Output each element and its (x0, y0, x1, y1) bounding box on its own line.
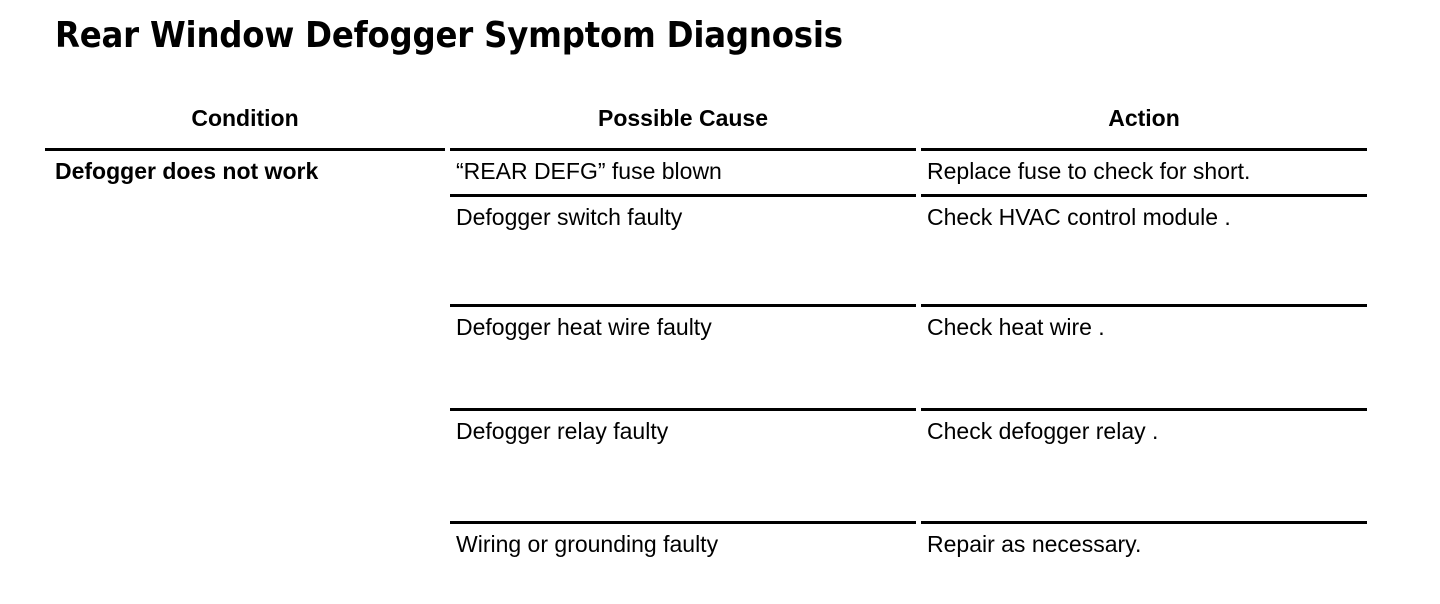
header-rule-action (921, 148, 1367, 151)
header-rule (45, 148, 1370, 151)
table-row: Defogger switch faulty Check HVAC contro… (45, 197, 1370, 304)
cell-condition: Defogger does not work (55, 158, 319, 184)
row-divider-action (921, 194, 1367, 197)
table-row: Defogger heat wire faulty Check heat wir… (45, 307, 1370, 408)
row-divider-action (921, 521, 1367, 524)
cell-condition (45, 307, 445, 408)
row-divider (45, 304, 1370, 307)
table-row: Defogger does not work “REAR DEFG” fuse … (45, 151, 1370, 194)
table-row: Defogger relay faulty Check defogger rel… (45, 411, 1370, 521)
cell-action: Check defogger relay . (927, 418, 1159, 444)
row-divider-action (921, 408, 1367, 411)
cell-possible-cause: Defogger relay faulty (456, 418, 669, 444)
cell-possible-cause: Defogger heat wire faulty (456, 314, 712, 340)
cell-action: Repair as necessary. (927, 531, 1142, 557)
cell-action: Replace fuse to check for short. (927, 158, 1251, 184)
row-divider-possible-cause (450, 304, 916, 307)
column-header-possible-cause: Possible Cause (597, 105, 769, 131)
row-divider-possible-cause (450, 194, 916, 197)
cell-possible-cause: Defogger switch faulty (456, 204, 683, 230)
row-divider (45, 194, 1370, 197)
row-divider-possible-cause (450, 521, 916, 524)
diagnosis-table: Condition Possible Cause Action Defogger… (45, 100, 1370, 602)
column-header-action: Action (1108, 105, 1180, 131)
cell-condition (45, 197, 445, 304)
header-rule-condition (45, 148, 445, 151)
row-divider (45, 521, 1370, 524)
header-rule-possible-cause (450, 148, 916, 151)
cell-possible-cause: “REAR DEFG” fuse blown (456, 158, 722, 184)
row-divider-action (921, 304, 1367, 307)
column-header-condition: Condition (191, 105, 299, 131)
cell-condition (45, 524, 445, 602)
cell-condition (45, 411, 445, 521)
cell-action: Check HVAC control module . (927, 204, 1231, 230)
row-divider-possible-cause (450, 408, 916, 411)
cell-possible-cause: Wiring or grounding faulty (456, 531, 719, 557)
table-header-row: Condition Possible Cause Action (45, 100, 1370, 148)
row-divider (45, 408, 1370, 411)
cell-action: Check heat wire . (927, 314, 1105, 340)
page-title: Rear Window Defogger Symptom Diagnosis (55, 15, 843, 56)
table-row: Wiring or grounding faulty Repair as nec… (45, 524, 1370, 602)
